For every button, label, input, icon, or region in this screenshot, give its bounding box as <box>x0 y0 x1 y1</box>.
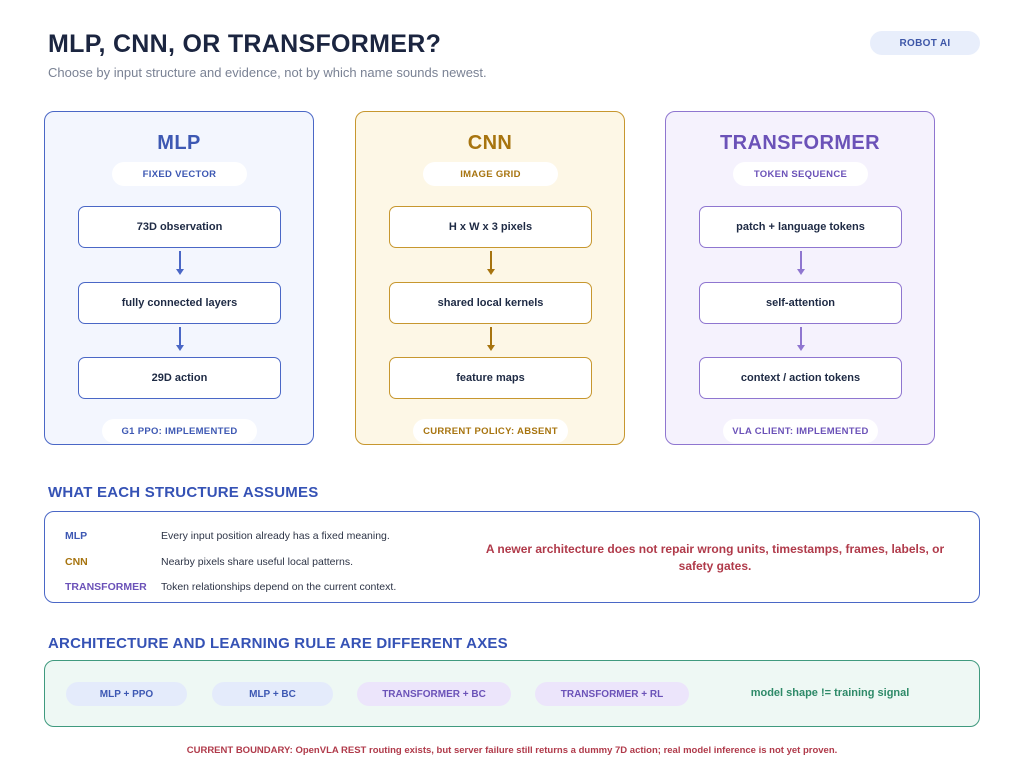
flow-step: 29D action <box>78 357 281 399</box>
assumption-key: MLP <box>65 530 88 542</box>
down-arrow-icon <box>797 251 805 275</box>
input-type-pill: IMAGE GRID <box>423 162 558 186</box>
combo-pill: MLP + PPO <box>66 682 187 706</box>
assumption-text: Nearby pixels share useful local pattern… <box>161 556 354 568</box>
down-arrow-icon <box>176 327 184 351</box>
assumption-row: CNN Nearby pixels share useful local pat… <box>65 554 353 570</box>
assumption-text: Every input position already has a fixed… <box>161 530 390 542</box>
page-title: MLP, CNN, OR TRANSFORMER? <box>48 30 442 58</box>
combo-pill: TRANSFORMER + RL <box>535 682 689 706</box>
topic-tag: ROBOT AI <box>870 31 980 55</box>
axes-section-title: ARCHITECTURE AND LEARNING RULE ARE DIFFE… <box>48 635 508 652</box>
combo-pill: MLP + BC <box>212 682 333 706</box>
down-arrow-icon <box>176 251 184 275</box>
column-title: CNN <box>467 132 513 154</box>
transformer-column: TRANSFORMER TOKEN SEQUENCE patch + langu… <box>665 111 935 445</box>
flow-step: 73D observation <box>78 206 281 248</box>
flow-step: self-attention <box>699 282 902 324</box>
boundary-note: CURRENT BOUNDARY: OpenVLA REST routing e… <box>186 745 838 756</box>
assumption-key: CNN <box>65 556 88 568</box>
combo-pill: TRANSFORMER + BC <box>357 682 511 706</box>
status-pill: CURRENT POLICY: ABSENT <box>413 419 568 443</box>
page-subtitle: Choose by input structure and evidence, … <box>48 65 487 80</box>
flow-step: H x W x 3 pixels <box>389 206 592 248</box>
axes-note: model shape != training signal <box>750 687 910 699</box>
column-title: MLP <box>157 132 201 154</box>
input-type-pill: FIXED VECTOR <box>112 162 247 186</box>
assumption-row: TRANSFORMER Token relationships depend o… <box>65 579 396 595</box>
flow-step: context / action tokens <box>699 357 902 399</box>
flow-step: patch + language tokens <box>699 206 902 248</box>
assumption-key: TRANSFORMER <box>65 581 147 593</box>
assumption-row: MLP Every input position already has a f… <box>65 528 390 544</box>
down-arrow-icon <box>487 327 495 351</box>
assumptions-section-title: WHAT EACH STRUCTURE ASSUMES <box>48 484 319 501</box>
mlp-column: MLP FIXED VECTOR 73D observation fully c… <box>44 111 314 445</box>
flow-step: feature maps <box>389 357 592 399</box>
down-arrow-icon <box>487 251 495 275</box>
status-pill: G1 PPO: IMPLEMENTED <box>102 419 257 443</box>
flow-step: shared local kernels <box>389 282 592 324</box>
architecture-warning: A newer architecture does not repair wro… <box>485 542 945 573</box>
assumptions-panel: MLP Every input position already has a f… <box>44 511 980 603</box>
down-arrow-icon <box>797 327 805 351</box>
input-type-pill: TOKEN SEQUENCE <box>733 162 868 186</box>
axes-panel: MLP + PPO MLP + BC TRANSFORMER + BC TRAN… <box>44 660 980 727</box>
assumption-text: Token relationships depend on the curren… <box>161 581 397 593</box>
column-title: TRANSFORMER <box>720 132 880 154</box>
flow-step: fully connected layers <box>78 282 281 324</box>
cnn-column: CNN IMAGE GRID H x W x 3 pixels shared l… <box>355 111 625 445</box>
status-pill: VLA CLIENT: IMPLEMENTED <box>723 419 878 443</box>
